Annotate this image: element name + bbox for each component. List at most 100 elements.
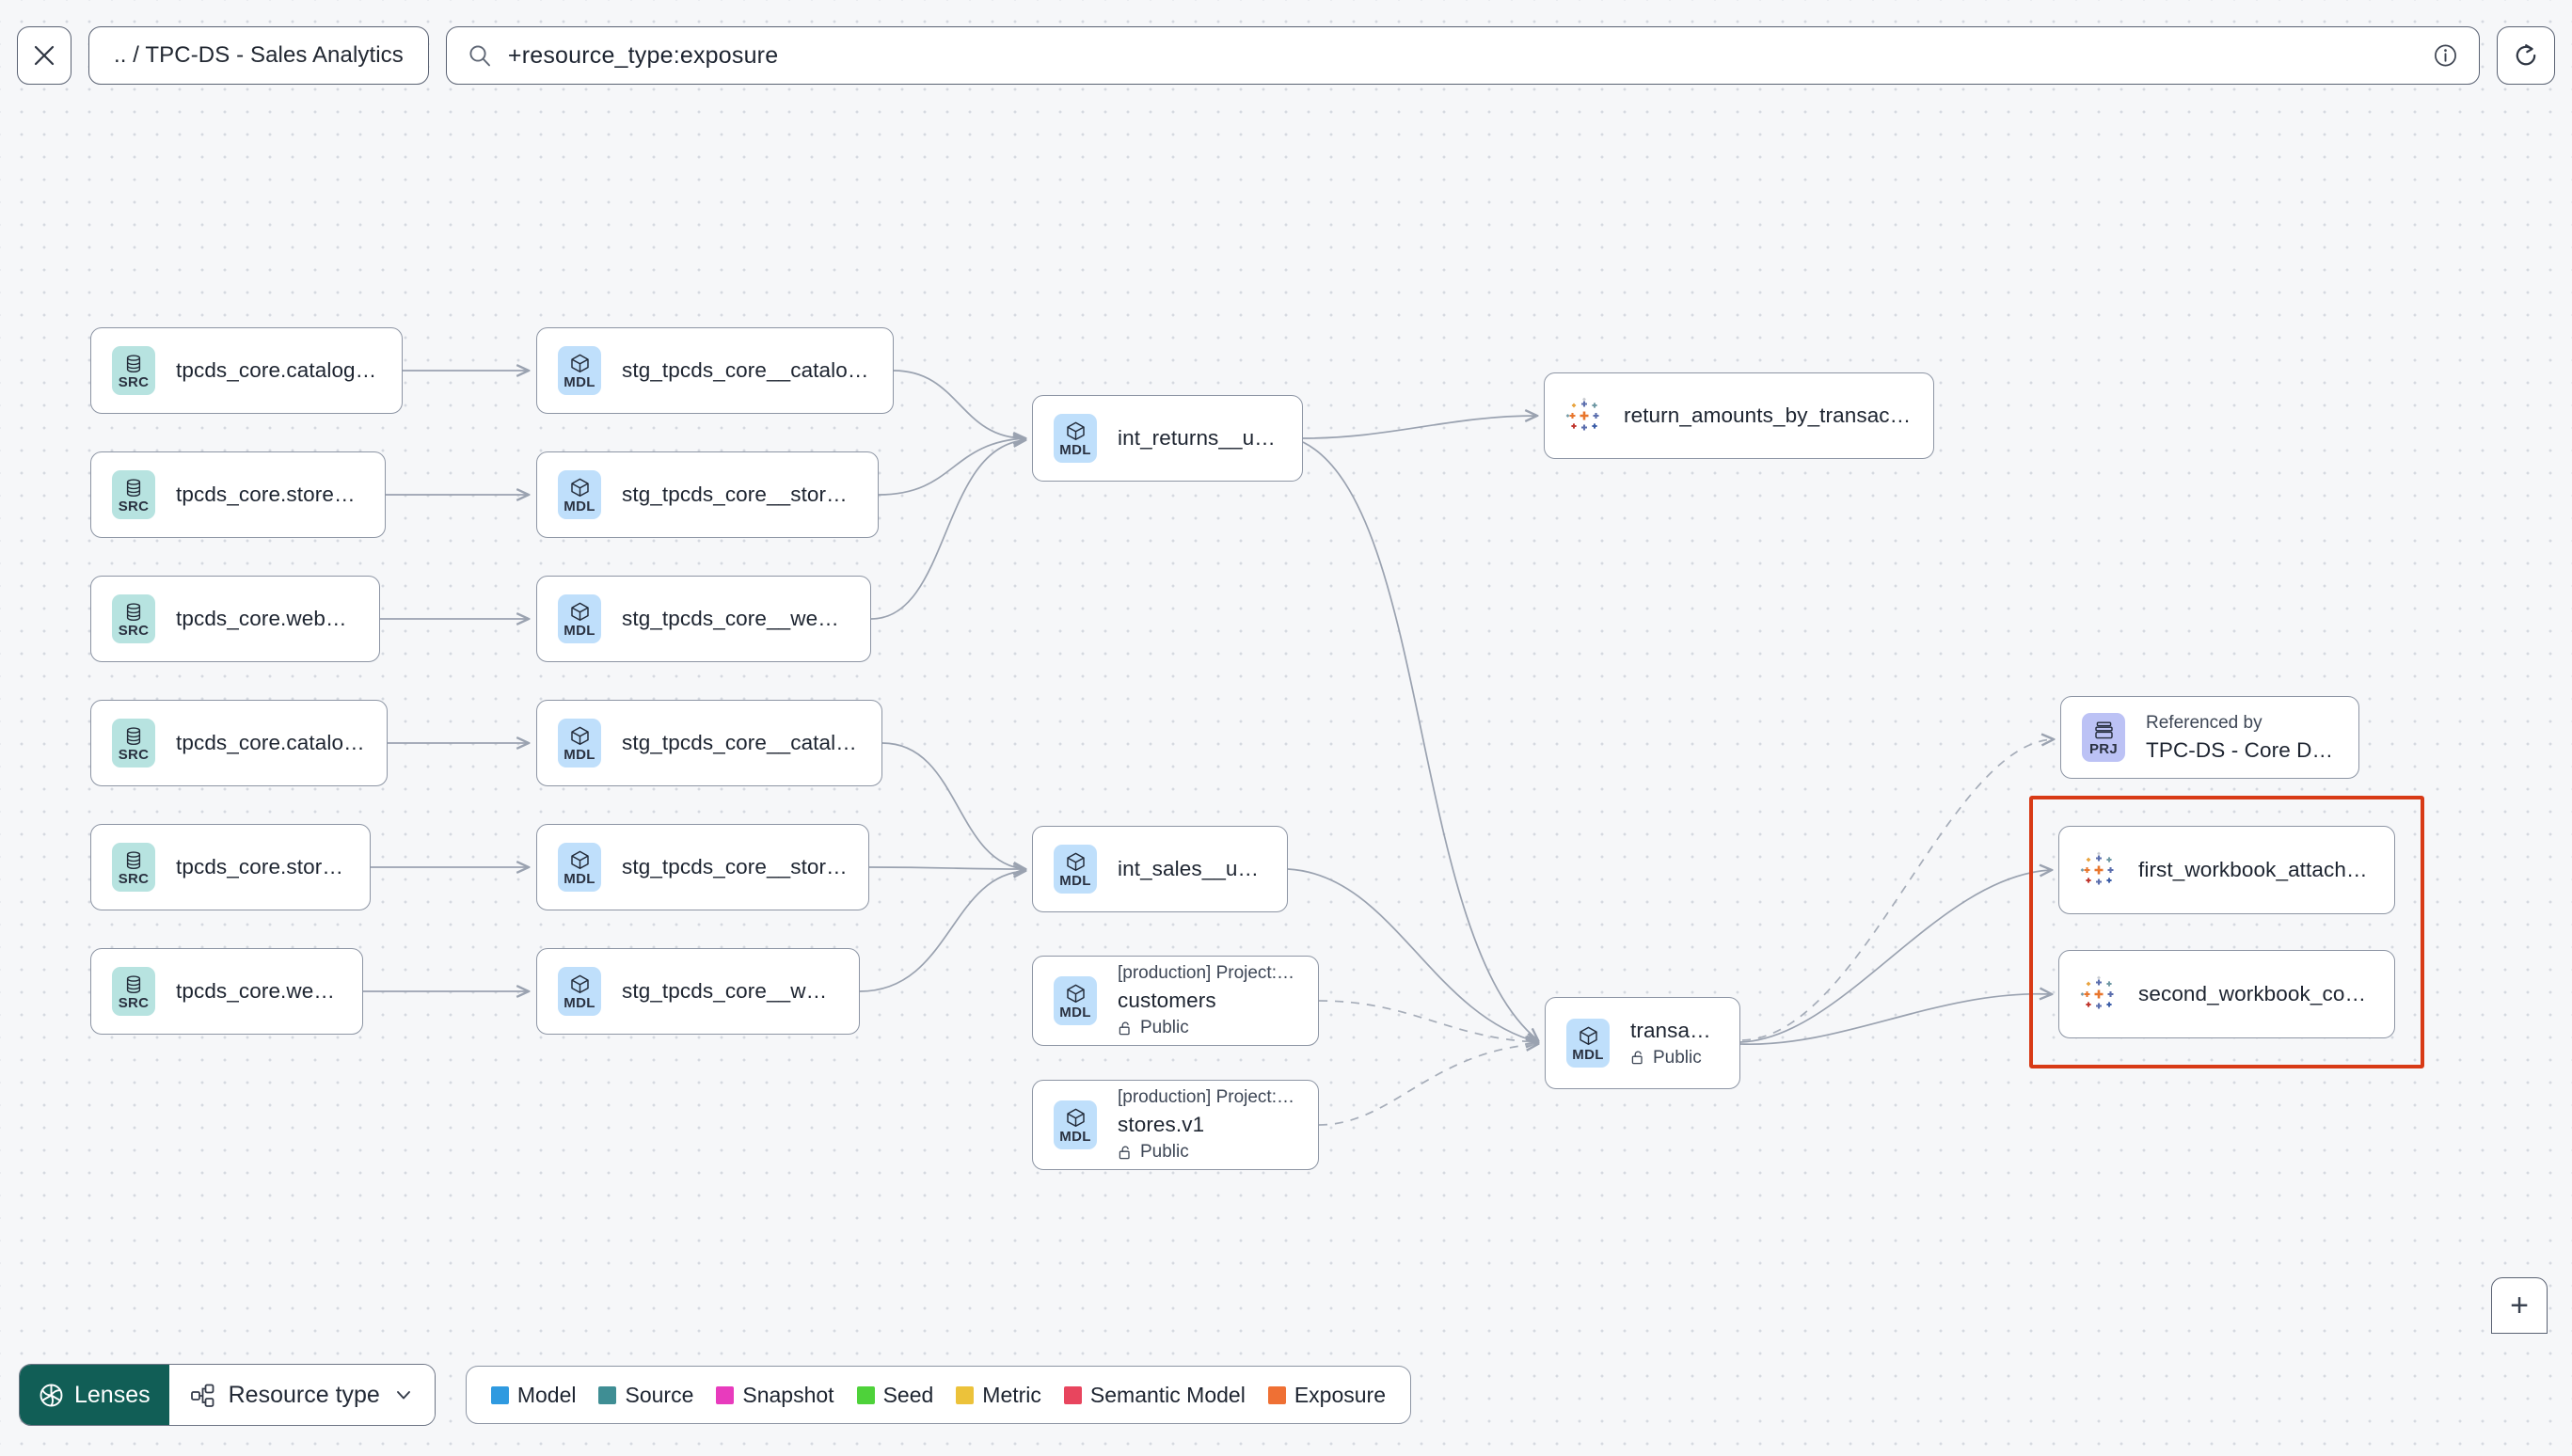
cube-icon	[569, 476, 591, 499]
node-text: stg_tpcds_core__catalog_returns	[622, 358, 872, 383]
lineage-node[interactable]: first_workbook_attached_to_tpc-ds_-_…	[2058, 826, 2395, 914]
lineage-node[interactable]: second_workbook_connected_to_live…	[2058, 950, 2395, 1038]
lineage-canvas[interactable]: SRCtpcds_core.catalog_returnsSRCtpcds_co…	[0, 111, 2572, 1334]
project-stack-icon	[2093, 719, 2115, 741]
close-button[interactable]	[17, 26, 71, 85]
mdl-badge: MDL	[558, 470, 601, 519]
cube-icon	[1578, 1024, 1599, 1047]
refresh-button[interactable]	[2497, 26, 2555, 85]
search-input[interactable]: +resource_type:exposure	[507, 41, 779, 69]
lineage-node[interactable]: MDL [production] Project: TPC-DS - Core D…	[1032, 1080, 1319, 1170]
badge-abbr: MDL	[1059, 873, 1091, 889]
mdl-badge: MDL	[558, 594, 601, 643]
zoom-in-button[interactable]: +	[2492, 1278, 2547, 1334]
node-title: tpcds_core.catalog_sales	[176, 731, 366, 754]
legend-item[interactable]: Source	[598, 1383, 693, 1408]
database-icon	[123, 848, 144, 871]
lineage-node[interactable]: MDL [production] Project: TPC-DS - Core D…	[1032, 956, 1319, 1046]
mdl-badge: MDL	[1054, 1100, 1097, 1149]
legend-item[interactable]: Metric	[956, 1383, 1041, 1408]
node-text: int_returns__unioned	[1118, 426, 1281, 451]
legend-item[interactable]: Semantic Model	[1063, 1383, 1246, 1408]
lineage-node[interactable]: MDL stg_tpcds_core__web_returns	[536, 576, 871, 662]
badge-abbr: MDL	[1572, 1047, 1604, 1063]
node-text: stg_tpcds_core__store_sales	[622, 855, 848, 879]
zoom-controls[interactable]: + −	[2491, 1277, 2548, 1334]
cube-icon	[569, 352, 591, 374]
mdl-badge: MDL	[558, 843, 601, 892]
node-text: stg_tpcds_core__web_sales	[622, 979, 838, 1004]
node-text: tpcds_core.catalog_returns	[176, 358, 381, 383]
node-title: stg_tpcds_core__web_returns	[622, 607, 849, 630]
hierarchy-icon	[190, 1383, 215, 1408]
cube-icon	[1065, 850, 1087, 873]
lineage-node[interactable]: SRC tpcds_core.web_sales	[90, 948, 363, 1035]
lenses-control[interactable]: Lenses Resource type	[19, 1364, 436, 1426]
mdl-badge: MDL	[1054, 976, 1097, 1025]
legend-swatch	[1063, 1385, 1082, 1404]
lineage-node[interactable]: SRC tpcds_core.store_sales	[90, 824, 371, 910]
lineage-node[interactable]: MDL transactionsPublic	[1545, 997, 1740, 1089]
lenses-button[interactable]: Lenses	[20, 1365, 169, 1425]
resource-type-legend: Model Source Snapshot Seed Metric Semantic Mo…	[465, 1366, 1411, 1424]
bottom-bar: Lenses Resource type	[0, 1334, 2572, 1456]
database-icon	[123, 352, 144, 374]
src-badge: SRC	[112, 967, 155, 1016]
cube-icon	[569, 973, 591, 995]
legend-label: Source	[625, 1382, 694, 1407]
lenses-label: Lenses	[74, 1381, 151, 1408]
unlock-icon	[1630, 1050, 1646, 1066]
node-title: stg_tpcds_core__web_sales	[622, 979, 838, 1003]
cube-icon	[1065, 419, 1087, 442]
legend-item[interactable]: Model	[490, 1382, 577, 1408]
legend-label: Exposure	[1294, 1382, 1386, 1407]
search-bar[interactable]: +resource_type:exposure	[445, 26, 2480, 85]
legend-label: Metric	[982, 1382, 1041, 1407]
badge-abbr: MDL	[1059, 1005, 1091, 1021]
tableau-exposure-icon	[2080, 975, 2118, 1013]
legend-item[interactable]: Snapshot	[716, 1383, 834, 1408]
node-title: tpcds_core.store_sales	[176, 855, 349, 878]
node-text: stg_tpcds_core__catalog_sales	[622, 731, 861, 755]
legend-swatch	[856, 1385, 875, 1404]
lineage-node[interactable]: SRC tpcds_core.catalog_returns	[90, 327, 403, 414]
node-title: return_amounts_by_transaction_type	[1624, 404, 1913, 427]
node-text: tpcds_core.web_sales	[176, 979, 341, 1004]
resource-type-dropdown[interactable]: Resource type	[168, 1365, 435, 1425]
lineage-node[interactable]: return_amounts_by_transaction_type	[1544, 372, 1934, 459]
tableau-exposure-icon	[2080, 851, 2118, 889]
node-visibility: Public	[1630, 1048, 1719, 1068]
aperture-icon	[39, 1383, 64, 1408]
src-badge: SRC	[112, 843, 155, 892]
database-icon	[123, 476, 144, 499]
breadcrumb[interactable]: .. / TPC-DS - Sales Analytics	[88, 26, 429, 85]
node-visibility-label: Public	[1140, 1142, 1189, 1162]
node-subtitle: [production] Project: TPC-DS - Core Data…	[1118, 963, 1297, 983]
lineage-node[interactable]: MDL int_returns__unioned	[1032, 395, 1303, 482]
node-visibility: Public	[1118, 1142, 1297, 1163]
info-circle-icon[interactable]	[2433, 43, 2458, 69]
cube-icon	[1065, 982, 1087, 1005]
lineage-node[interactable]: MDL stg_tpcds_core__store_sales	[536, 824, 869, 910]
badge-abbr: MDL	[1059, 442, 1091, 458]
node-title: tpcds_core.catalog_returns	[176, 358, 381, 382]
mdl-badge: MDL	[1054, 845, 1097, 894]
resource-type-label: Resource type	[228, 1381, 380, 1408]
node-text: transactionsPublic	[1630, 1019, 1719, 1068]
node-text: [production] Project: TPC-DS - Core Data…	[1118, 1087, 1297, 1163]
src-badge: SRC	[112, 346, 155, 395]
database-icon	[123, 724, 144, 747]
legend-item[interactable]: Exposure	[1267, 1382, 1386, 1408]
legend-label: Model	[516, 1382, 577, 1407]
legend-item[interactable]: Seed	[856, 1383, 933, 1408]
